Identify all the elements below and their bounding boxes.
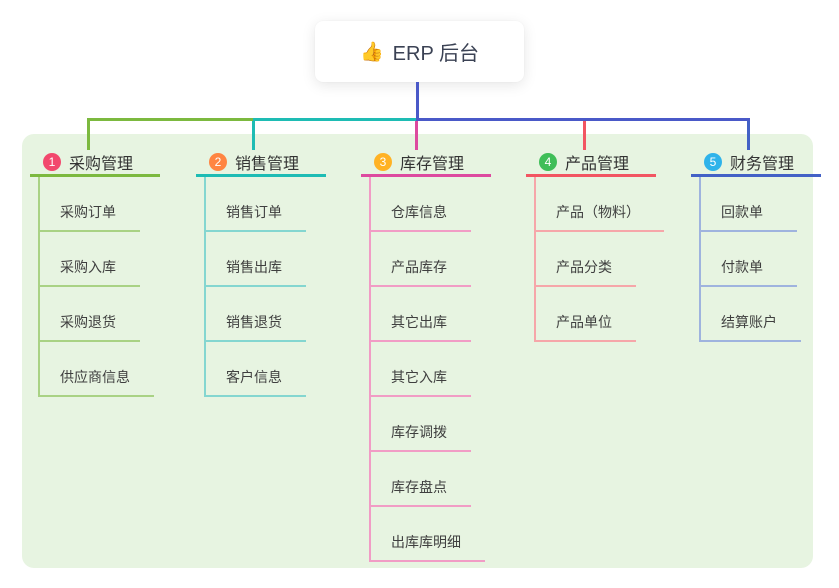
- child-label: 产品库存: [391, 259, 447, 275]
- connector-drop: [252, 121, 255, 150]
- child-label: 销售订单: [226, 204, 282, 220]
- branch-children: 采购订单采购入库采购退货供应商信息: [38, 177, 154, 397]
- child-item[interactable]: 仓库信息: [371, 177, 471, 232]
- thumbs-up-icon: 👍: [360, 41, 384, 63]
- branch-column: 4 产品管理 产品（物料） 产品分类产品单位: [526, 150, 664, 342]
- connector-drop: [747, 121, 750, 150]
- child-label: 仓库信息: [391, 204, 447, 220]
- branch-number-badge: 1: [43, 153, 61, 171]
- child-label: 销售出库: [226, 259, 282, 275]
- child-item[interactable]: 产品库存: [371, 232, 471, 287]
- branch-children: 销售订单销售出库销售退货客户信息: [204, 177, 306, 397]
- branch-number-badge: 4: [539, 153, 557, 171]
- branch-number-badge: 3: [374, 153, 392, 171]
- child-label: 回款单: [721, 204, 763, 220]
- branch-label: 产品管理: [565, 156, 630, 173]
- child-item[interactable]: 销售退货: [206, 287, 306, 342]
- child-item[interactable]: 出库库明细: [371, 507, 485, 562]
- branch-label: 库存管理: [400, 156, 465, 173]
- branch-label: 采购管理: [69, 156, 134, 173]
- branch-column: 3 库存管理 仓库信息产品库存其它出库其它入库库存调拨库存盘点出库库明细: [361, 150, 491, 562]
- child-item[interactable]: 销售出库: [206, 232, 306, 287]
- child-item[interactable]: 结算账户: [701, 287, 801, 342]
- root-title: ERP 后台: [392, 43, 479, 65]
- root-node[interactable]: 👍 ERP 后台: [315, 21, 524, 82]
- branch-label: 销售管理: [235, 156, 300, 173]
- child-item[interactable]: 回款单: [701, 177, 797, 232]
- child-item[interactable]: 库存盘点: [371, 452, 471, 507]
- child-label: 供应商信息: [60, 369, 130, 385]
- child-item[interactable]: 销售订单: [206, 177, 306, 232]
- branch-column: 1 采购管理 采购订单采购入库采购退货供应商信息: [30, 150, 160, 397]
- branch-column: 2 销售管理 销售订单销售出库销售退货客户信息: [196, 150, 326, 397]
- branch-header[interactable]: 5 财务管理: [691, 150, 821, 177]
- child-label: 其它入库: [391, 369, 447, 385]
- child-label: 采购退货: [60, 314, 116, 330]
- branch-header[interactable]: 1 采购管理: [30, 150, 160, 177]
- child-label: 库存调拨: [391, 424, 447, 440]
- branch-label: 财务管理: [730, 156, 795, 173]
- branch-children: 回款单付款单结算账户: [699, 177, 801, 342]
- child-label: 库存盘点: [391, 479, 447, 495]
- child-label: 采购入库: [60, 259, 116, 275]
- child-item[interactable]: 付款单: [701, 232, 797, 287]
- child-label: 产品分类: [556, 259, 612, 275]
- child-item[interactable]: 采购退货: [40, 287, 140, 342]
- child-item[interactable]: 产品单位: [536, 287, 636, 342]
- child-item[interactable]: 库存调拨: [371, 397, 471, 452]
- child-item[interactable]: 产品（物料）: [536, 177, 664, 232]
- branch-header[interactable]: 3 库存管理: [361, 150, 491, 177]
- connector-drop: [87, 121, 90, 150]
- child-item[interactable]: 其它出库: [371, 287, 471, 342]
- child-item[interactable]: 供应商信息: [40, 342, 154, 397]
- branch-column: 5 财务管理 回款单付款单结算账户: [691, 150, 821, 342]
- mindmap-panel: [22, 134, 813, 568]
- connector-root-stem: [416, 82, 419, 119]
- child-item[interactable]: 采购订单: [40, 177, 140, 232]
- child-item[interactable]: 客户信息: [206, 342, 306, 397]
- connector-drop: [583, 121, 586, 150]
- child-label: 出库库明细: [391, 534, 461, 550]
- child-label: 其它出库: [391, 314, 447, 330]
- child-label: 产品（物料）: [556, 204, 640, 220]
- branch-header[interactable]: 2 销售管理: [196, 150, 326, 177]
- connector-drop: [415, 121, 418, 150]
- branch-children: 仓库信息产品库存其它出库其它入库库存调拨库存盘点出库库明细: [369, 177, 485, 562]
- child-label: 结算账户: [721, 314, 777, 330]
- branch-children: 产品（物料） 产品分类产品单位: [534, 177, 664, 342]
- connector-trunk-segment: [253, 118, 416, 121]
- branch-number-badge: 5: [704, 153, 722, 171]
- connector-trunk-segment: [87, 118, 253, 121]
- child-label: 客户信息: [226, 369, 282, 385]
- child-label: 产品单位: [556, 314, 612, 330]
- child-item[interactable]: 其它入库: [371, 342, 471, 397]
- branch-number-badge: 2: [209, 153, 227, 171]
- child-label: 付款单: [721, 259, 763, 275]
- child-label: 销售退货: [226, 314, 282, 330]
- branch-header[interactable]: 4 产品管理: [526, 150, 656, 177]
- connector-trunk-segment: [416, 118, 750, 121]
- child-label: 采购订单: [60, 204, 116, 220]
- child-item[interactable]: 采购入库: [40, 232, 140, 287]
- child-item[interactable]: 产品分类: [536, 232, 636, 287]
